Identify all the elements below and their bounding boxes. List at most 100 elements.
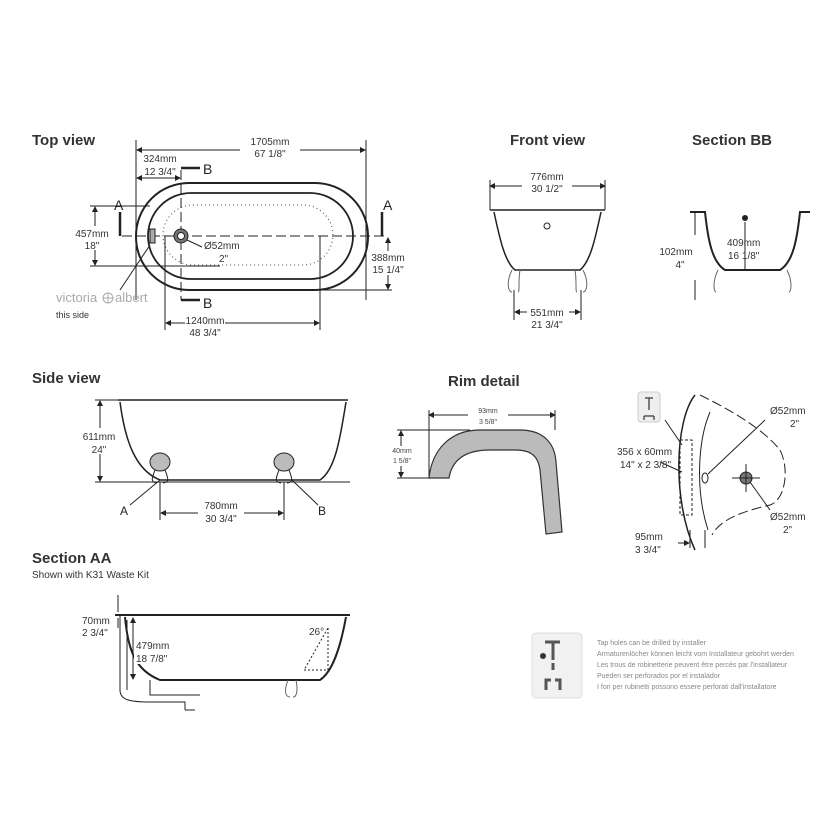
front-view: Front view 776mm 30 1/2" 551mm 21 3/4" <box>489 132 606 331</box>
section-aa-title: Section AA <box>32 550 112 567</box>
feet-in: 30 3/4" <box>205 514 237 525</box>
side-label-b: B <box>318 504 326 518</box>
top-view-title: Top view <box>32 132 95 149</box>
tap-glyph <box>643 397 655 420</box>
drop-glyph <box>540 653 546 659</box>
side-tub-body <box>118 399 348 481</box>
section-bb: Section BB 102mm 4" 409mm 16 1/8" <box>659 132 810 300</box>
angle-marker <box>303 626 329 671</box>
front-tub-body <box>490 209 605 271</box>
side-view: Side view 611mm 24" 780mm 30 3/4" A B <box>32 370 350 525</box>
front-top-in: 30 1/2" <box>531 184 563 195</box>
notice-line-fr: Les trous de robinetterie peuvent être p… <box>597 662 788 669</box>
leader-line <box>186 239 203 248</box>
waste-outlet-center <box>177 232 185 240</box>
notice-line-it: I fori per rubinetti possono essere perf… <box>597 684 777 691</box>
rim-height-mm: 40mm <box>392 448 412 455</box>
waste-kit-pipe <box>119 615 186 710</box>
logo-note: this side <box>56 310 89 320</box>
section-bb-feet <box>713 269 792 293</box>
aa-depth-mm: 479mm <box>136 641 169 652</box>
front-base-mm: 551mm <box>530 308 563 319</box>
bb-depth-in: 16 1/8" <box>728 251 760 262</box>
offset-mm: 324mm <box>143 154 176 165</box>
section-aa-profile <box>115 614 350 681</box>
side-extension <box>95 399 350 483</box>
tub-inner-rim <box>699 411 711 531</box>
zone-mm: 356 x 60mm <box>617 447 672 458</box>
section-a-left: A <box>114 197 124 213</box>
section-bb-profile <box>690 211 810 271</box>
notice-line-es: Pueden ser perforados por el instalador <box>597 673 721 680</box>
half-in: 15 1/4" <box>372 265 404 276</box>
inner-in: 48 3/4" <box>189 328 221 339</box>
overflow-mm: Ø52mm <box>770 406 806 417</box>
notice-line-en: Tap holes can be drilled by installer <box>597 640 707 647</box>
waste-mm: Ø52mm <box>204 241 240 252</box>
logo-text-right: albert <box>115 290 148 305</box>
logo-text-left: victoria <box>56 290 98 305</box>
rim-height-in: 1 5/8" <box>393 458 412 465</box>
inner-extension <box>164 236 321 330</box>
overflow-icon <box>543 222 551 230</box>
drill-tap-glyph <box>544 640 562 690</box>
notice-line-de: Armaturenlöcher können leicht vom Instal… <box>597 651 794 658</box>
overflow-icon <box>742 215 748 221</box>
tub-base-outline <box>162 204 334 266</box>
logo-leader <box>119 244 151 291</box>
top-view: Top view 1705mm 67 1/8" 324mm 12 3/4" A … <box>32 132 410 339</box>
front-base-in: 21 3/4" <box>531 320 563 331</box>
section-b-bottom: B <box>203 295 212 311</box>
bb-depth-mm: 409mm <box>727 238 760 249</box>
tap-waste-mm: Ø52mm <box>770 512 806 523</box>
side-height-in: 24" <box>92 445 107 456</box>
waste-in: 2" <box>219 254 229 265</box>
tub-inner-edge <box>699 394 786 536</box>
zone-in: 14" x 2 3/8" <box>620 460 671 471</box>
feet-leaders <box>129 479 319 520</box>
rim-width-mm: 93mm <box>478 408 498 415</box>
tub-rim-edge <box>678 394 696 551</box>
tap-zone <box>679 439 693 516</box>
waste-kit-pipe-inner <box>126 620 200 711</box>
leader-lines <box>659 419 771 548</box>
section-bb-title: Section BB <box>692 132 772 149</box>
width-mm: 457mm <box>75 229 108 240</box>
side-height-mm: 611mm <box>83 432 116 443</box>
front-feet <box>507 269 588 293</box>
section-aa-subtitle: Shown with K31 Waste Kit <box>32 570 149 581</box>
section-markers <box>118 166 384 302</box>
aa-angle: 26° <box>309 627 324 638</box>
aa-rim-mm: 70mm <box>82 616 110 627</box>
aa-rim-in: 2 3/4" <box>82 628 108 639</box>
tap-hole-notice: Tap holes can be drilled by installer Ar… <box>531 632 794 699</box>
feet-mm: 780mm <box>204 501 237 512</box>
rim-profile <box>428 429 563 535</box>
section-b-top: B <box>203 161 212 177</box>
side-label-a: A <box>120 504 128 518</box>
side-view-title: Side view <box>32 370 101 387</box>
tap-hole-detail: 356 x 60mm 14" x 2 3/8" Ø52mm 2" Ø52mm 2… <box>617 391 806 556</box>
length-in: 67 1/8" <box>254 149 286 160</box>
width-extension <box>90 205 220 267</box>
section-aa: Section AA Shown with K31 Waste Kit 70mm… <box>32 550 350 711</box>
overflow-icon <box>701 472 709 484</box>
aa-depth-in: 18 7/8" <box>136 654 168 665</box>
section-a-right: A <box>383 197 393 213</box>
front-top-mm: 776mm <box>530 172 563 183</box>
edge-in: 3 3/4" <box>635 545 661 556</box>
overflow-icon <box>149 228 156 244</box>
bb-rim-mm: 102mm <box>659 247 692 258</box>
victoria-albert-logo: victoria albert <box>56 290 148 305</box>
offset-in: 12 3/4" <box>144 167 176 178</box>
tap-waste-in: 2" <box>783 525 793 536</box>
rim-detail: Rim detail 93mm 1 5/8" 3 5/8" 40mm 1 5/8… <box>388 373 563 535</box>
base-extension <box>513 290 582 320</box>
claw-foot-left <box>149 452 171 484</box>
aa-foot <box>285 679 298 698</box>
front-extension <box>489 180 606 210</box>
overflow-in: 2" <box>790 419 800 430</box>
width-in: 18" <box>85 241 100 252</box>
